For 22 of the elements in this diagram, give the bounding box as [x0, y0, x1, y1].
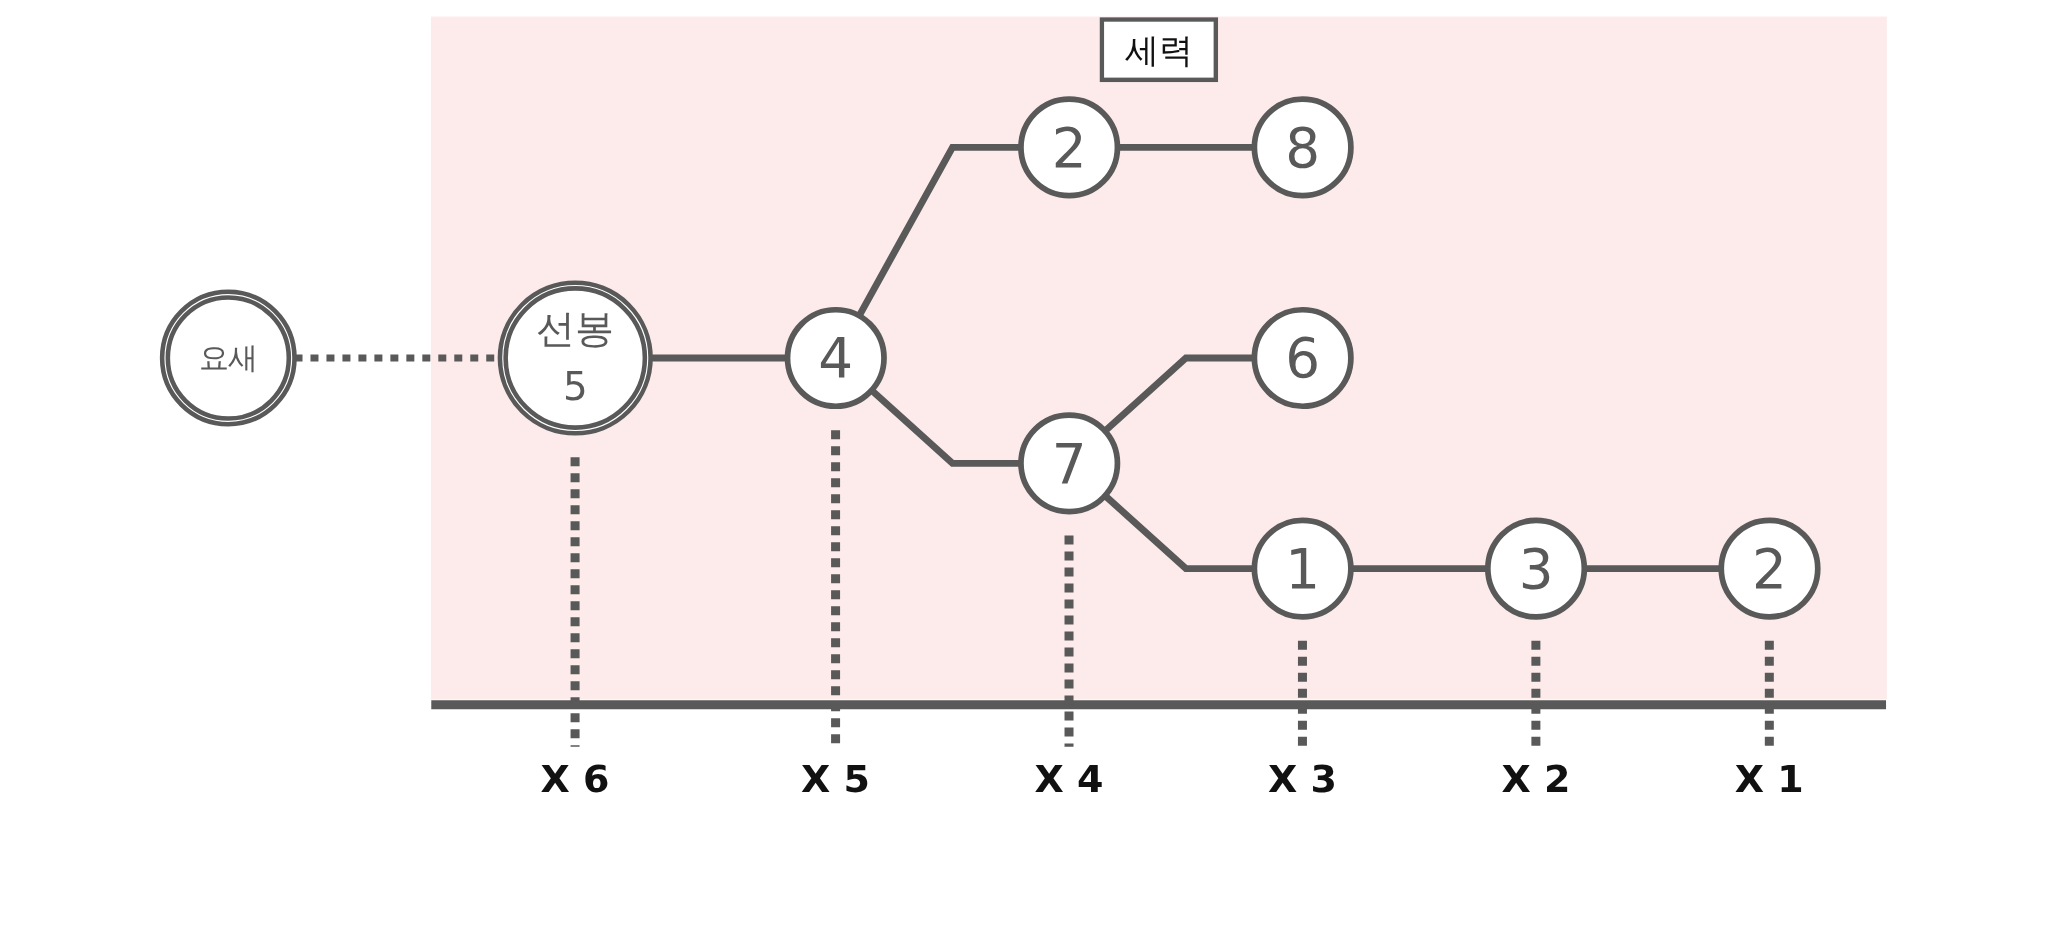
axis-label: X 4 [1034, 756, 1104, 801]
node-circle: 2 [1017, 96, 1121, 199]
node-circle: 6 [1251, 306, 1354, 410]
node-circle: 1 [1251, 517, 1354, 620]
node-circle: 3 [1484, 517, 1587, 620]
axis-label: X 2 [1501, 756, 1571, 801]
axis-label: X 3 [1267, 756, 1337, 801]
axis-label: X 5 [801, 756, 871, 801]
node-circle: 2 [1718, 517, 1821, 620]
connector [650, 354, 788, 362]
connector [1102, 493, 1255, 573]
connector [1584, 565, 1722, 573]
node-circle: 4 [784, 306, 887, 410]
node-circle: 7 [1017, 412, 1121, 515]
connector [1117, 143, 1255, 151]
node-circle: 선봉 5 [497, 280, 653, 436]
node-circle: 요새 [159, 289, 297, 427]
node-circle: 8 [1251, 96, 1354, 199]
connector [869, 387, 1021, 467]
axis-label: X 6 [540, 756, 610, 801]
axis-label: X 1 [1734, 756, 1804, 801]
connector [1102, 354, 1255, 434]
